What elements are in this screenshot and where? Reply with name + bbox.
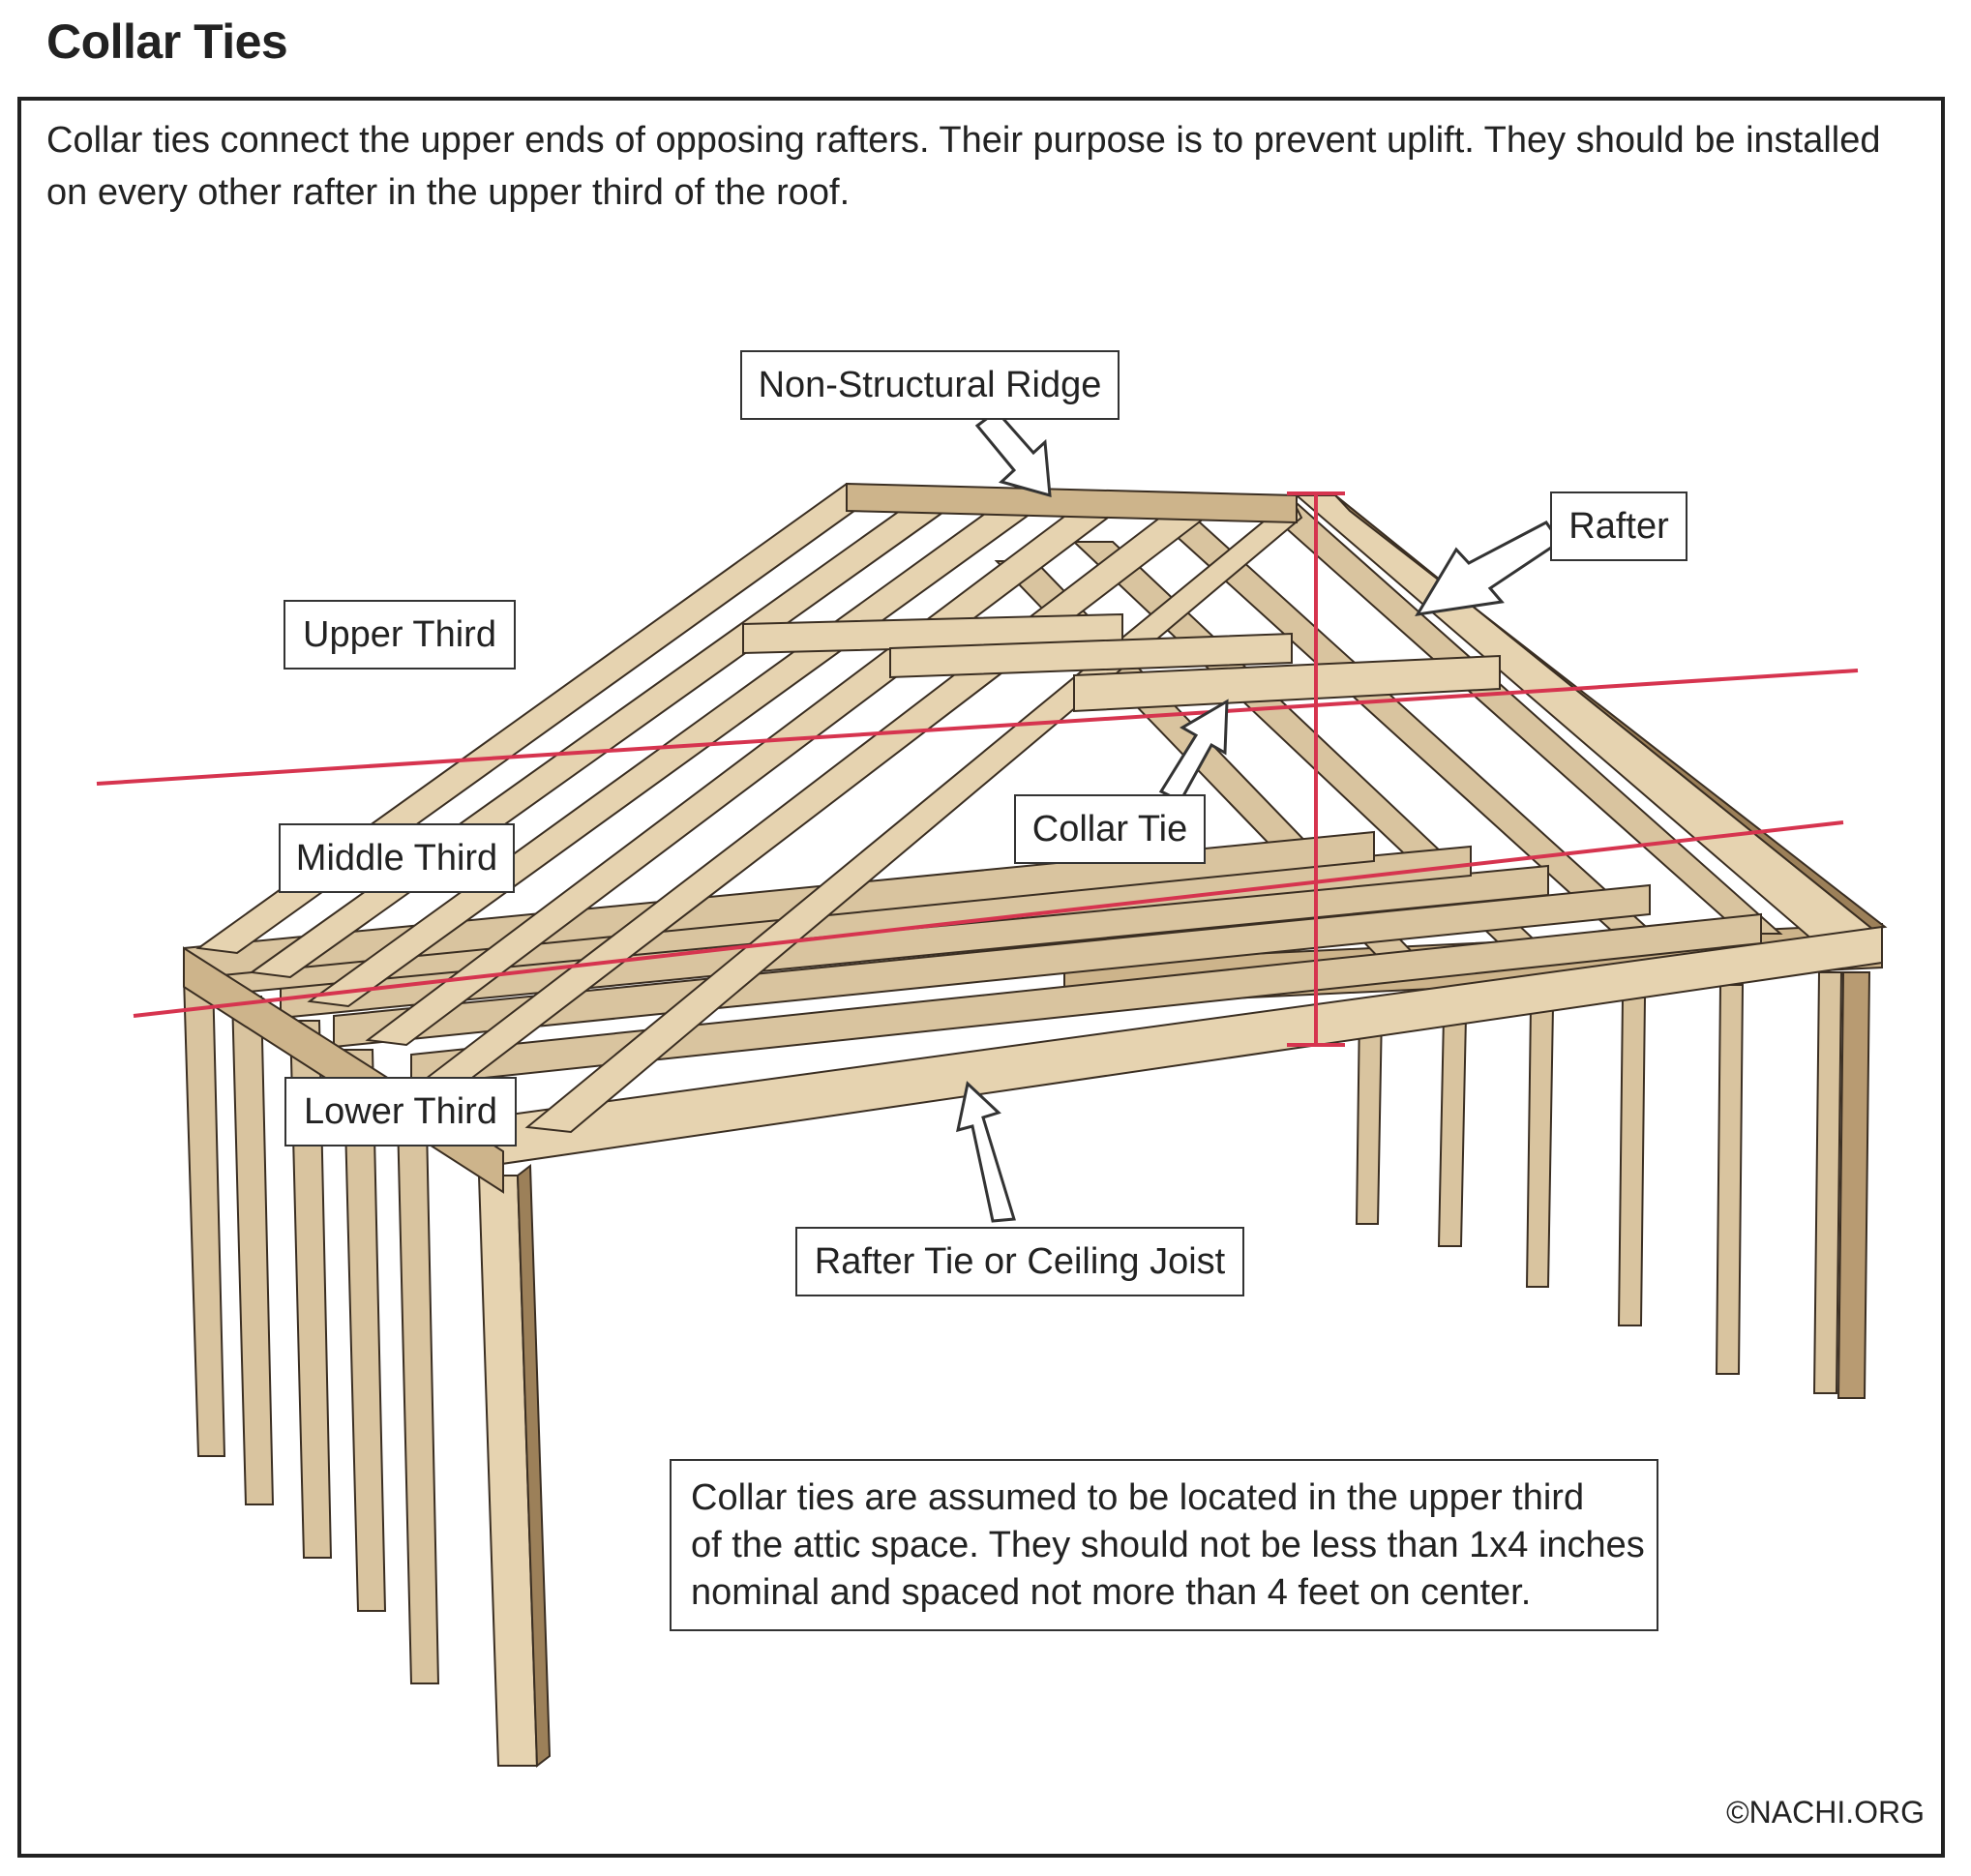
third-divider-lines [96,491,1859,1047]
diagram-frame [17,97,1945,1858]
right-wall-studs [1355,971,1871,1399]
intro-text: Collar ties connect the upper ends of op… [46,120,1881,213]
note-line: nominal and spaced not more than 4 feet … [691,1572,1532,1613]
label-non-structural-ridge: Non-Structural Ridge [740,350,1120,420]
copyright-text: ©NACHI.ORG [1726,1795,1925,1830]
label-collar-tie: Collar Tie [1014,794,1206,864]
note-line: Collar ties are assumed to be located in… [691,1477,1585,1518]
note-line: of the attic space. They should not be l… [691,1525,1645,1565]
label-middle-third: Middle Third [279,823,515,893]
label-lower-third: Lower Third [284,1077,517,1146]
label-rafter: Rafter [1550,491,1687,561]
page-title: Collar Ties [46,15,288,69]
callout-arrows [956,408,1563,1223]
label-upper-third: Upper Third [284,600,516,670]
rafter-tie-arrow [956,1081,1016,1223]
rafter-arrow [1415,521,1563,616]
collar-ties [742,612,1501,713]
note-box: Collar ties are assumed to be located in… [670,1459,1658,1631]
collar-tie-arrow [1158,699,1229,803]
ridge-arrow [974,408,1052,498]
left-wall-studs [182,976,552,1768]
ridge-board [846,482,1298,524]
label-rafter-tie-or-ceiling-joist: Rafter Tie or Ceiling Joist [795,1227,1244,1296]
